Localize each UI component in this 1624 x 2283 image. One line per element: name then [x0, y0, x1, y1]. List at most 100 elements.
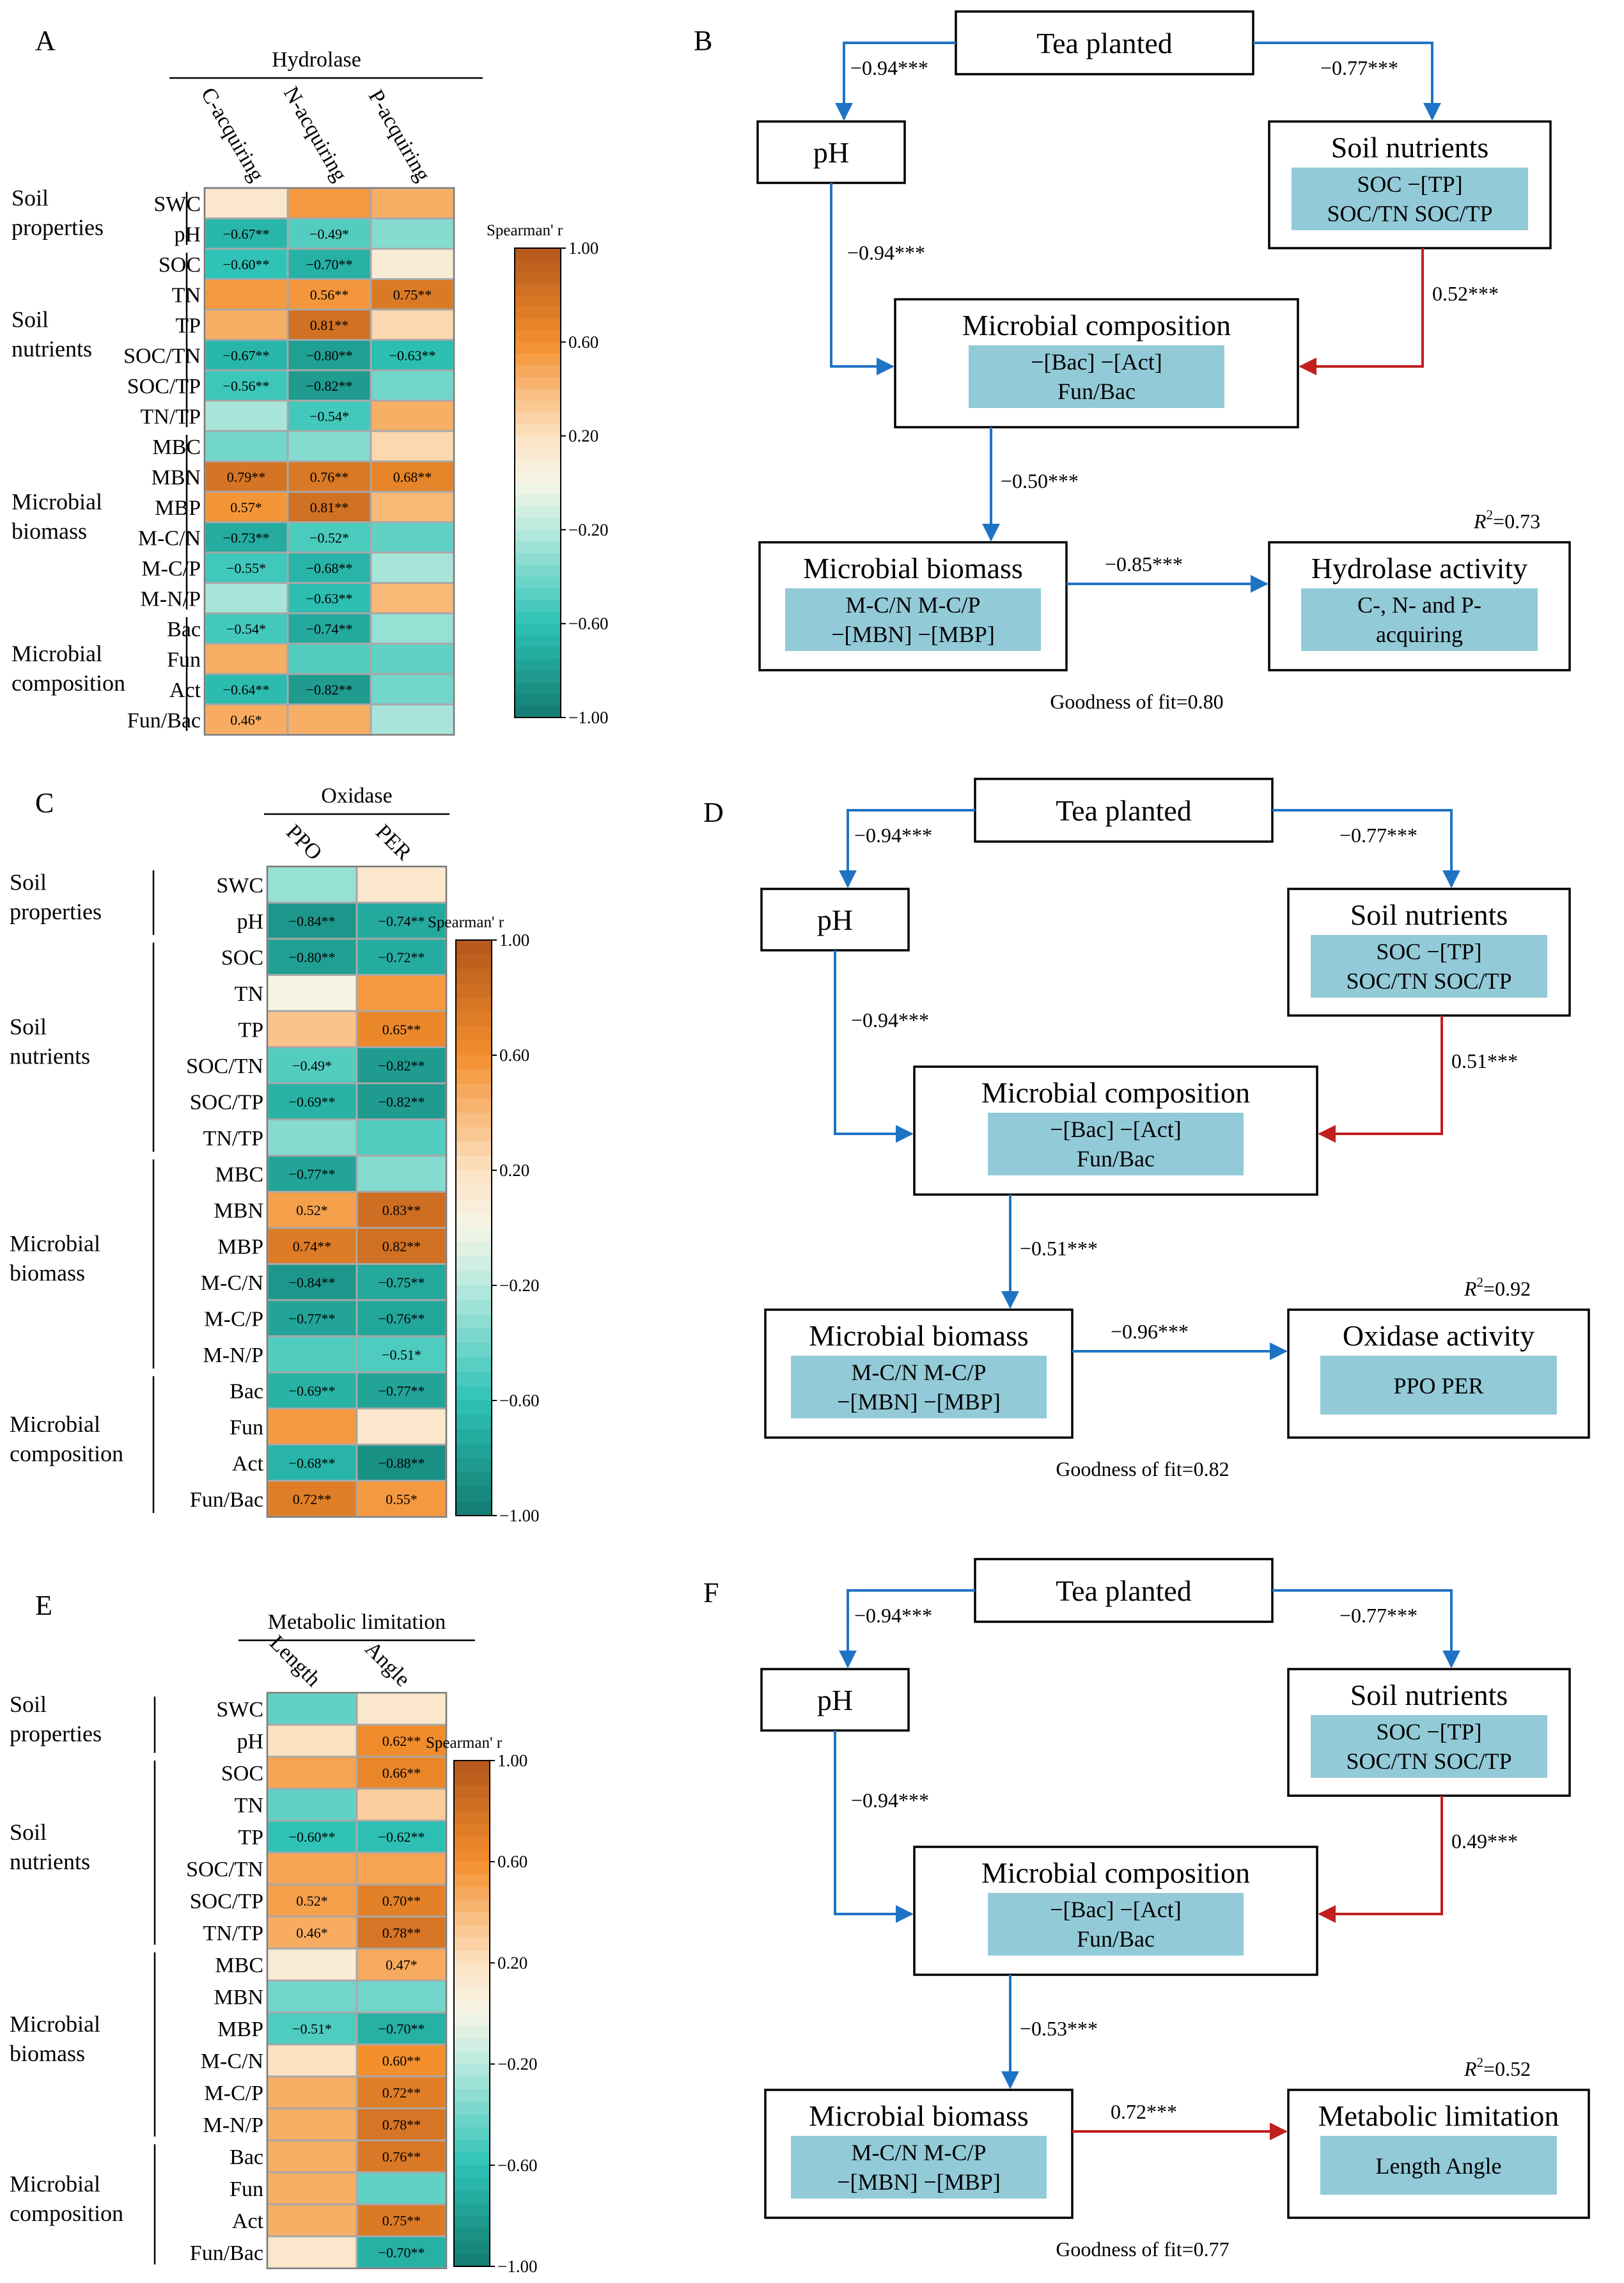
microbial-composition-title: Microbial composition [981, 1856, 1250, 1889]
row-label: SOC [159, 253, 201, 277]
heatmap-cell [266, 1755, 358, 1790]
legend-swatch [454, 2228, 490, 2242]
activity-variables-panel [1320, 2136, 1557, 2195]
legend-swatch [515, 295, 561, 308]
legend-swatch [454, 2013, 490, 2027]
row-label: Bac [230, 1379, 263, 1403]
row-group-label: Microbial [10, 2011, 100, 2037]
row-group-label: biomass [10, 2041, 85, 2066]
legend-swatch [454, 2241, 490, 2254]
legend-tick-label: 1.00 [497, 1751, 527, 1770]
legend-swatch [456, 1299, 492, 1315]
legend-swatch [454, 1950, 490, 1963]
legend-swatch [456, 1040, 492, 1056]
heatmap-cell [355, 1010, 448, 1048]
row-label: Act [169, 679, 201, 702]
legend-swatch [515, 354, 561, 366]
heatmap-cell [266, 974, 358, 1012]
legend-swatch [515, 530, 561, 542]
row-group-label: Microbial [12, 641, 102, 666]
legend-tick-label: −0.20 [499, 1276, 539, 1295]
row-label: Fun [230, 2177, 263, 2201]
legend-tick-label: 0.20 [499, 1161, 529, 1180]
row-label: Fun/Bac [190, 1488, 263, 1512]
heatmap-cell [370, 582, 455, 615]
legend-swatch [454, 2203, 490, 2216]
legend-swatch [515, 283, 561, 295]
legend-tick-label: 0.60 [499, 1046, 529, 1065]
cell-value-label: 0.75** [382, 2213, 421, 2229]
coef-tea-to-ph: −0.94*** [850, 56, 928, 79]
legend-swatch [454, 1761, 490, 1774]
legend-swatch [456, 1415, 492, 1430]
ph-box [760, 1668, 910, 1732]
legend-swatch [454, 2165, 490, 2179]
heatmap-cell [355, 2011, 448, 2046]
microbial-composition-variables-panel [969, 345, 1224, 408]
row-label: TN/TP [203, 1127, 263, 1150]
legend-swatch [454, 2127, 490, 2140]
column-label: PPO [281, 820, 326, 865]
heatmap-cell [370, 551, 455, 584]
heatmap-cell [355, 865, 448, 904]
panel-letter-f: F [703, 1577, 719, 1608]
cell-value-label: 0.60** [382, 2053, 421, 2069]
cell-value-label: −0.60** [289, 1829, 336, 1845]
heatmap-cell [286, 703, 372, 736]
microbial-biomass-title: Microbial biomass [809, 1319, 1029, 1352]
row-label: pH [237, 1730, 263, 1753]
heatmap-cell [203, 187, 289, 219]
arrow-nutrients-to-composition [1318, 1796, 1443, 1923]
heatmap-title: Hydrolase [272, 48, 361, 72]
legend-swatch [454, 2101, 490, 2115]
heatmap-cell [355, 974, 448, 1012]
heatmap-cell [266, 1010, 358, 1048]
legend-swatch [456, 1429, 492, 1445]
legend-swatch [456, 1443, 492, 1459]
legend-tick-label: −1.00 [568, 708, 608, 727]
legend-title: Spearman' r [487, 222, 563, 239]
legend-swatch [456, 1142, 492, 1157]
legend-swatch [456, 1357, 492, 1372]
arrow-ph-to-composition [834, 1730, 914, 1923]
row-label: M-N/P [203, 1344, 263, 1367]
cell-value-label: 0.66** [382, 1765, 421, 1781]
heatmap-cell [266, 2203, 358, 2238]
cell-value-label: 0.65** [382, 1021, 421, 1037]
heatmap-title: Metabolic limitation [268, 1610, 446, 1634]
row-label: SWC [216, 874, 263, 897]
heatmap-cell [266, 1979, 358, 2014]
row-label: M-C/N [201, 1271, 263, 1295]
r-squared-label: R2=0.92 [1464, 1275, 1531, 1300]
cell-value-label: −0.82** [379, 1058, 425, 1074]
legend-swatch [454, 1823, 490, 1837]
legend-swatch [456, 1400, 492, 1416]
legend-swatch [456, 1098, 492, 1113]
legend-swatch [456, 1501, 492, 1516]
heatmap-cell [355, 2171, 448, 2206]
legend-swatch [456, 1213, 492, 1228]
row-label: SOC/TP [190, 1090, 263, 1114]
r-squared-superscript: 2 [1487, 507, 1494, 522]
row-group-label: Microbial [12, 489, 102, 515]
coef-ph-to-composition: −0.94*** [851, 1789, 929, 1812]
heatmap-cell [203, 430, 289, 462]
heatmap-cell [355, 902, 448, 940]
activity-title: Hydrolase activity [1311, 552, 1528, 584]
legend-tick-label: −0.60 [499, 1391, 539, 1410]
heatmap-cell [370, 490, 455, 523]
ph-title: pH [817, 904, 853, 936]
legend-swatch [515, 588, 561, 601]
row-label: TP [175, 314, 201, 338]
cell-value-label: −0.76** [379, 1310, 425, 1326]
microbial-composition-title: Microbial composition [962, 309, 1231, 341]
r-squared-label: R2=0.73 [1473, 507, 1540, 533]
coef-tea-to-nutrients: −0.77*** [1339, 824, 1417, 847]
row-group-label: biomass [12, 519, 87, 544]
cell-value-label: −0.84** [289, 913, 336, 929]
legend-swatch [454, 1849, 490, 1862]
cell-value-label: −0.54* [309, 408, 349, 424]
cell-value-label: 0.81** [310, 499, 349, 515]
heatmap-cell [355, 2235, 448, 2270]
